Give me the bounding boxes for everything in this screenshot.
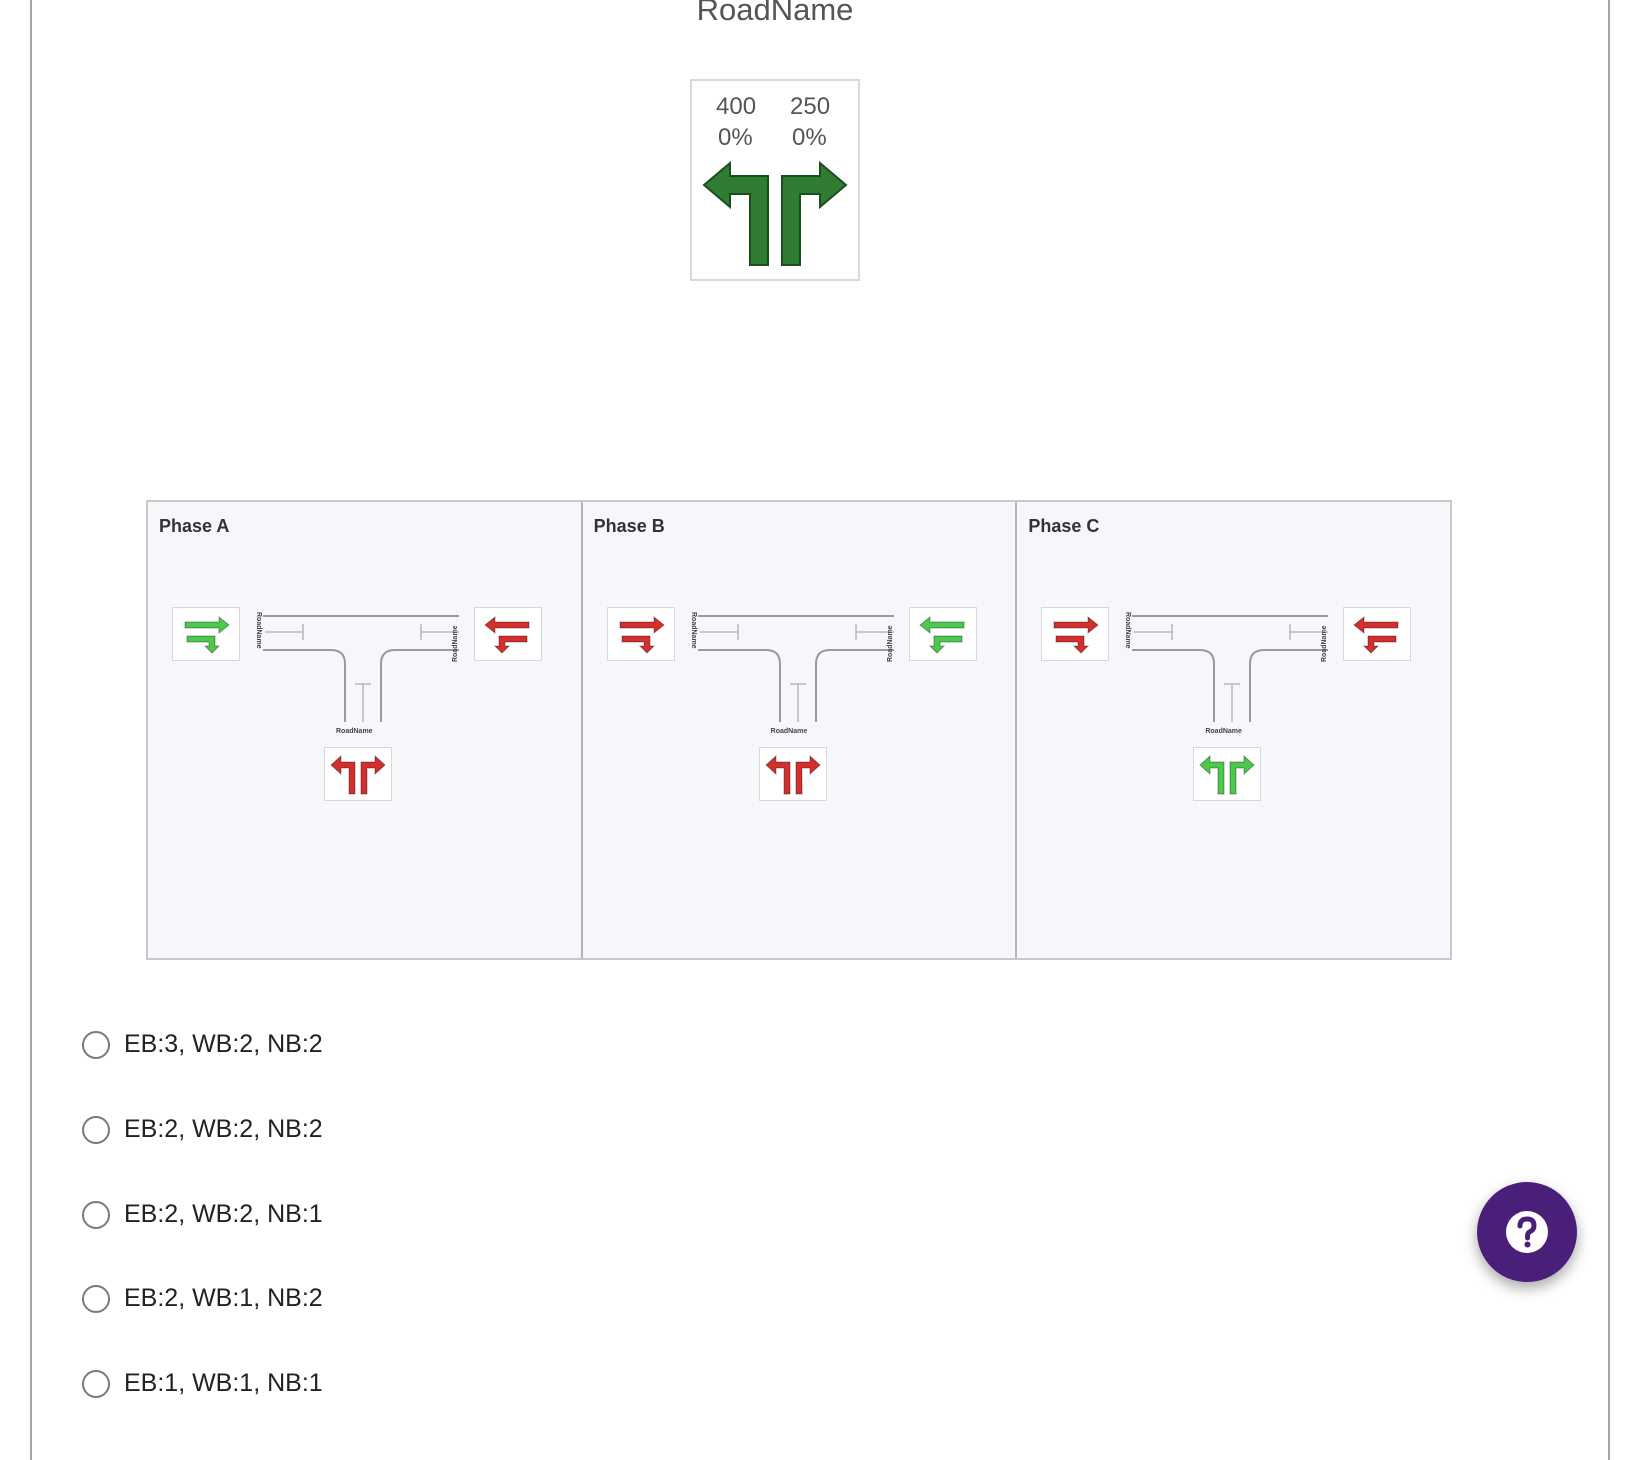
radio-button[interactable]	[82, 1284, 110, 1313]
road-label-south: RoadName	[1205, 728, 1242, 735]
right-turn-volume: 250	[790, 93, 831, 120]
phase-label: Phase B	[593, 516, 665, 536]
answer-option-label: EB:3, WB:2, NB:2	[124, 1030, 323, 1058]
answer-option-label: EB:1, WB:1, NB:1	[124, 1369, 323, 1397]
road-label-south: RoadName	[770, 728, 808, 735]
road-label-east: RoadName	[1321, 625, 1329, 662]
radio-button[interactable]	[82, 1369, 110, 1398]
answer-option[interactable]: EB:2, WB:1, NB:2	[82, 1284, 323, 1313]
answer-option[interactable]: EB:2, WB:2, NB:2	[82, 1115, 323, 1144]
t-intersection-icon	[1132, 615, 1329, 722]
phase-label: Phase C	[1028, 516, 1100, 536]
question-icon	[1506, 1211, 1548, 1253]
eb-signal-box	[1041, 607, 1110, 661]
wb-signal-box	[908, 607, 977, 661]
road-name-title: RoadName	[696, 0, 854, 27]
wb-signal-arrow-icon	[918, 615, 965, 654]
radio-button[interactable]	[82, 1115, 110, 1144]
road-label-east: RoadName	[452, 625, 459, 662]
road-label-south: RoadName	[336, 728, 373, 735]
nb-signal-arrow-icon	[764, 754, 821, 795]
radio-button[interactable]	[82, 1200, 110, 1229]
phase-label: Phase A	[159, 516, 230, 536]
nb-signal-box	[758, 747, 827, 801]
road-label-west: RoadName	[1124, 612, 1132, 649]
answer-option[interactable]: EB:2, WB:2, NB:1	[82, 1200, 323, 1229]
right-turn-percent: 0%	[792, 124, 827, 151]
answer-option[interactable]: EB:1, WB:1, NB:1	[82, 1369, 323, 1398]
nb-signal-box	[1193, 747, 1262, 801]
road-label-east: RoadName	[886, 625, 894, 662]
lane-arrows-icon	[702, 160, 848, 266]
radio-button[interactable]	[82, 1030, 110, 1059]
answer-option-label: EB:2, WB:1, NB:2	[124, 1284, 323, 1312]
road-label-west: RoadName	[689, 612, 697, 649]
answer-option-label: EB:2, WB:2, NB:1	[124, 1200, 323, 1228]
wb-signal-box	[474, 607, 542, 661]
wb-signal-box	[1343, 607, 1412, 661]
nb-signal-box	[324, 747, 392, 801]
wb-signal-arrow-icon	[1353, 615, 1399, 654]
eb-signal-arrow-icon	[619, 615, 665, 654]
eb-signal-arrow-icon	[184, 615, 230, 654]
answer-option-label: EB:2, WB:2, NB:2	[124, 1115, 323, 1143]
left-turn-volume: 400	[716, 93, 757, 120]
approach-volume-box: 400 250 0% 0%	[690, 79, 860, 281]
nb-signal-arrow-icon	[330, 754, 386, 795]
nb-signal-arrow-icon	[1199, 754, 1256, 795]
answer-option[interactable]: EB:3, WB:2, NB:2	[82, 1030, 323, 1059]
eb-signal-arrow-icon	[1053, 615, 1100, 654]
wb-signal-arrow-icon	[484, 615, 530, 654]
t-intersection-icon	[697, 615, 894, 722]
question-frame	[30, 0, 1610, 1460]
eb-signal-box	[606, 607, 675, 661]
left-turn-percent: 0%	[718, 124, 753, 151]
eb-signal-box	[172, 607, 240, 661]
help-button[interactable]	[1477, 1182, 1577, 1282]
road-label-west: RoadName	[255, 612, 262, 649]
t-intersection-icon	[263, 615, 459, 722]
